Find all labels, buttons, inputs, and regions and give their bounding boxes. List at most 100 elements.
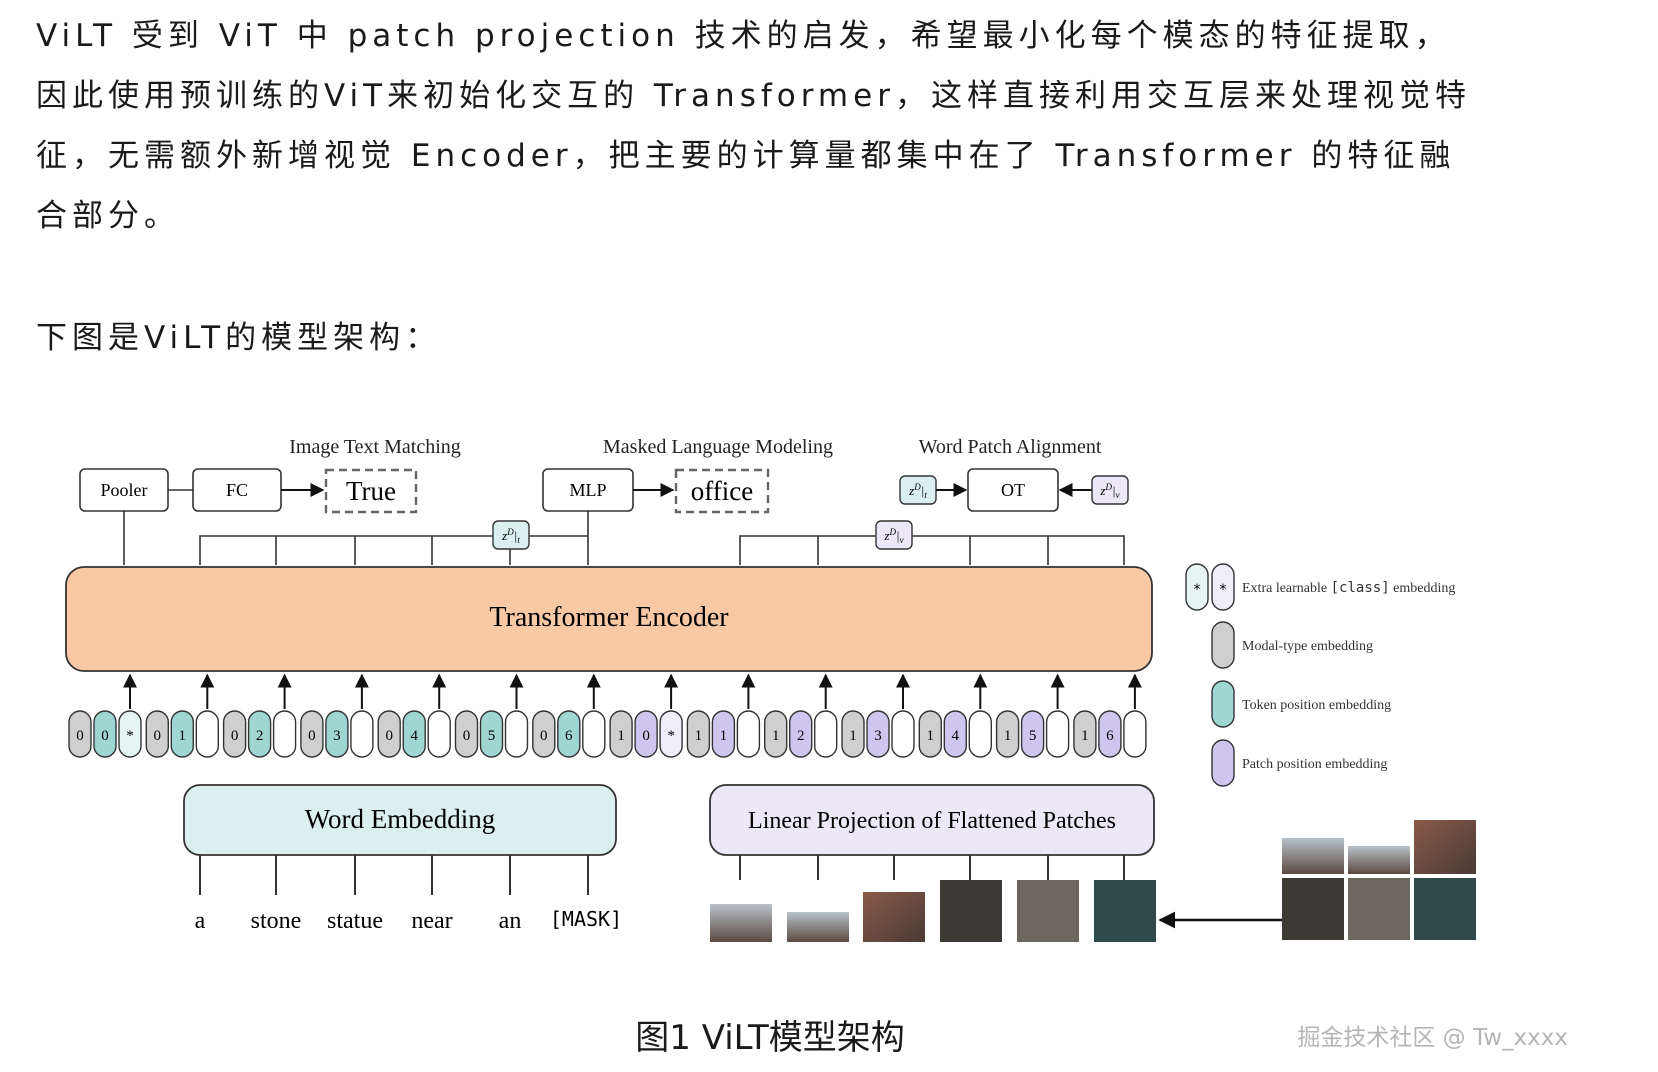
modal-type-value: 0 [308,728,316,744]
transformer-encoder-block [65,566,1153,672]
content-pill [1045,710,1070,758]
zt-small-label: zD|t [908,482,927,500]
source-patch-6 [1414,878,1476,940]
word-token-a: a [195,908,206,934]
source-patch-2 [1348,846,1410,874]
modal-type-value: 1 [617,728,625,744]
position-value: 2 [797,728,805,744]
patch-position-pill [634,710,658,758]
position-value: 5 [1029,728,1037,744]
modal-type-value: 0 [154,728,162,744]
position-value: 1 [720,728,728,744]
content-pill [1123,710,1147,758]
content-pill [427,710,451,758]
zv-bracket-box [875,520,913,550]
word-embedding-block [183,784,617,856]
modal-type-value: 1 [1081,728,1089,744]
token-position-pill [557,710,581,758]
patch-position-pill [943,710,967,758]
zv-small-box [1091,475,1129,505]
legend-patch-pos-label: Patch position embedding [1242,757,1387,772]
position-value: 4 [952,728,960,744]
legend-cls-image-pill [1211,563,1235,611]
position-value: 6 [1106,728,1114,744]
legend-token-pos-pill [1211,680,1235,728]
modal-type-pill [532,710,556,758]
modal-type-pill [609,710,633,758]
modal-type-pill [1073,710,1097,758]
word-token-near: near [411,908,452,934]
ot-box [967,468,1059,512]
patch-position-pill [711,710,736,758]
modal-type-value: 1 [927,728,935,744]
legend-patch-pos-pill [1211,739,1235,787]
content-pill [891,710,915,758]
mlm-title: Masked Language Modeling [603,436,833,458]
patch-image-4 [940,880,1002,942]
transformer-encoder-label: Transformer Encoder [489,602,729,633]
word-embedding-label: Word Embedding [305,804,496,834]
content-pill [350,710,374,758]
wpa-title: Word Patch Alignment [919,436,1102,458]
source-patch-4 [1282,878,1344,940]
word-token-statue: statue [327,908,383,934]
mlm-output-label: office [691,476,753,506]
content-pill [968,710,992,758]
content-pill [195,710,220,758]
modal-type-pill [918,710,942,758]
modal-type-pill [841,710,865,758]
modal-type-pill [995,710,1020,758]
modal-type-pill [300,710,324,758]
word-token-mask: [MASK] [550,907,622,931]
legend-modal-label: Modal-type embedding [1242,639,1373,654]
fc-label: FC [226,480,248,500]
source-patch-5 [1348,878,1410,940]
patch-position-pill [866,710,890,758]
modal-type-value: 1 [695,728,703,744]
zv-small-label: zD|v [1099,482,1119,500]
legend-token-pos-label: Token position embedding [1242,698,1391,713]
content-pill [582,710,606,758]
zt-bracket-box [492,520,530,550]
modal-type-pill [377,710,401,758]
modal-type-value: 0 [76,728,84,744]
position-value: 3 [874,728,882,744]
modal-type-value: 1 [772,728,780,744]
modal-type-value: 0 [231,728,239,744]
position-value: 2 [256,728,264,744]
word-token-stone: stone [251,908,302,934]
paragraph-figure-intro: 下图是ViLT的模型架构： [36,320,442,356]
itm-title: Image Text Matching [289,436,461,458]
position-value: 3 [333,728,341,744]
ot-label: OT [1001,480,1025,500]
patch-image-6 [1094,880,1156,942]
modal-type-pill [686,710,711,758]
mlp-label: MLP [569,480,606,500]
content-pill [272,710,297,758]
token-position-pill [247,710,272,758]
patch-image-1 [710,904,772,942]
patch-position-pill [789,710,813,758]
itm-output-box [324,468,418,514]
patch-projection-block [709,784,1155,856]
token-position-pill [402,710,426,758]
token-position-pill [325,710,349,758]
figure-caption: 图1 ViLT模型架构 [635,1018,905,1058]
zt-bracket-label: zD|t [501,527,520,545]
content-pill [504,710,529,758]
word-token-an: an [499,908,522,934]
encoder-output-lines [123,511,1125,565]
